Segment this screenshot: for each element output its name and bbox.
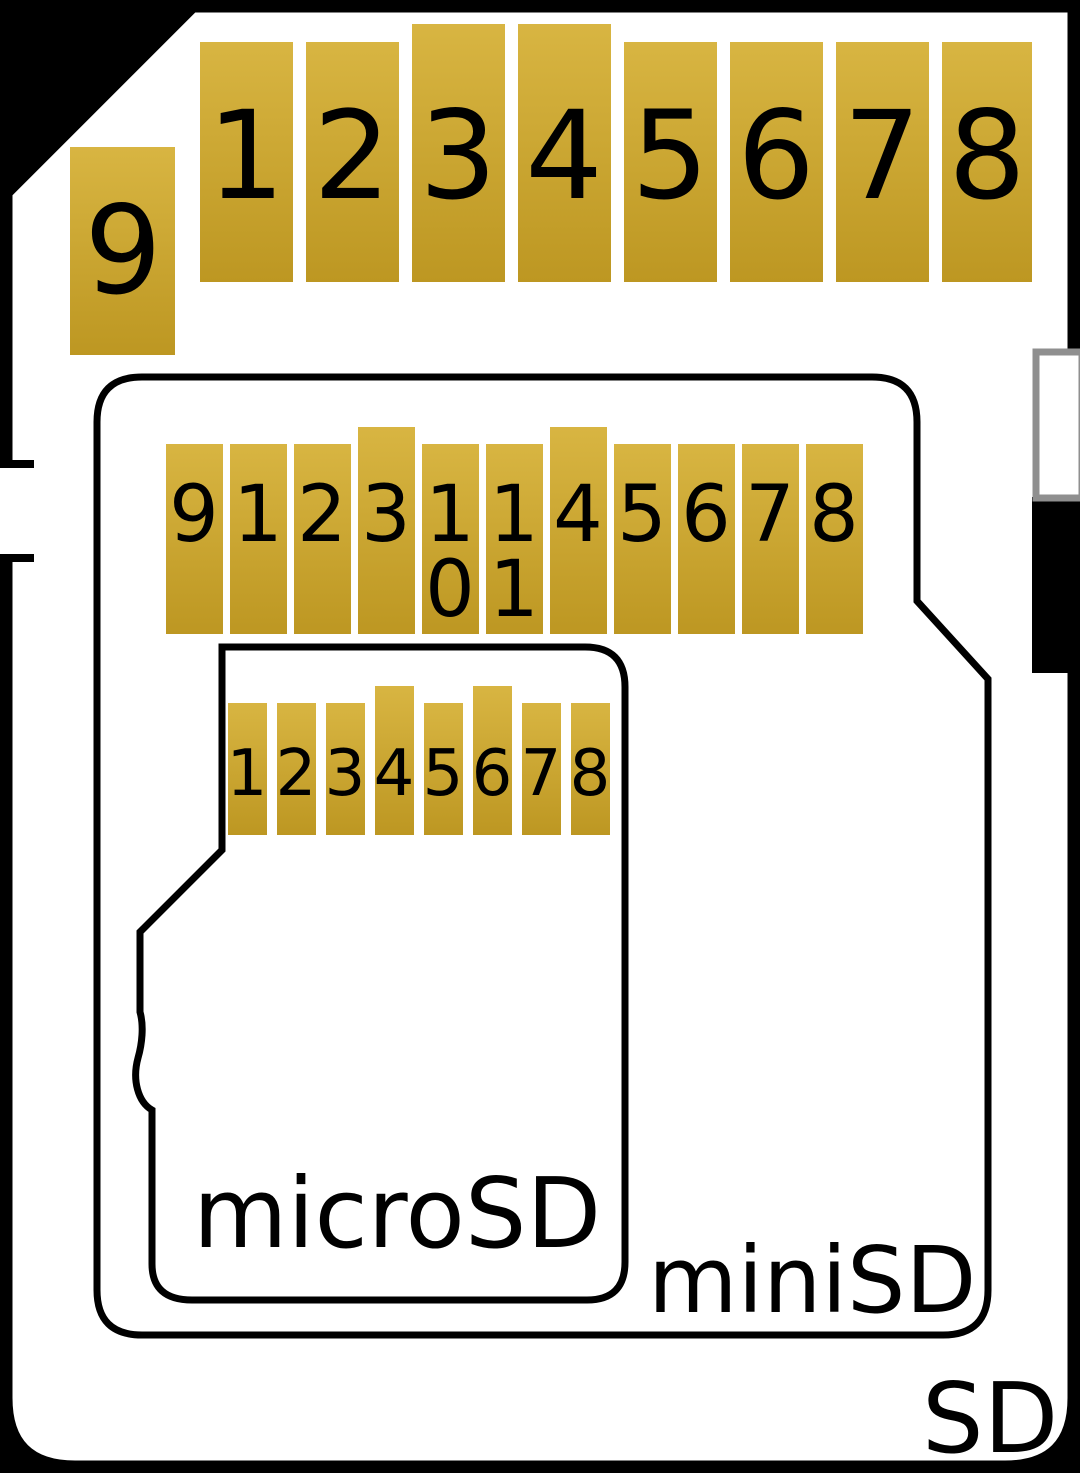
sd-pin-8-label: 8 <box>948 85 1026 227</box>
minisd-pin-3-label: 2 <box>297 470 347 560</box>
sd-pin-5 <box>624 42 717 282</box>
minisd-pin-10 <box>742 444 799 634</box>
microsd-pin-7 <box>522 703 561 835</box>
minisd-pin-8 <box>614 444 671 634</box>
left-edge-notch <box>0 460 34 562</box>
microsd-pin-4 <box>375 686 414 835</box>
sd-pin-4 <box>518 24 611 282</box>
minisd-contact-pins <box>166 427 863 634</box>
minisd-pin-8-label: 5 <box>617 470 667 560</box>
minisd-pin-5 <box>422 444 479 634</box>
sd-pin-1 <box>200 42 293 282</box>
minisd-pin-9 <box>678 444 735 634</box>
microsd-label: microSD <box>193 1157 601 1270</box>
microsd-pin-2 <box>277 703 316 835</box>
minisd-pin-11-label: 8 <box>809 470 859 560</box>
microsd-pin-1-label: 1 <box>227 737 268 811</box>
sd-label: SD <box>922 1362 1058 1473</box>
microsd-pin-4-label: 4 <box>374 737 415 811</box>
microsd-pin-6 <box>473 686 512 835</box>
sd-pin-7 <box>836 42 929 282</box>
microsd-pin-8 <box>571 703 610 835</box>
write-protect-slot <box>1032 497 1080 673</box>
sd-pin-9-label: 9 <box>84 180 162 322</box>
sd-pin-2 <box>306 42 399 282</box>
minisd-pin-5-label: 1 <box>425 470 475 560</box>
microsd-pin-3-label: 3 <box>325 737 366 811</box>
sd-pin-2-label: 2 <box>313 85 391 227</box>
minisd-pin-4-label: 3 <box>361 470 411 560</box>
minisd-pin-2 <box>230 444 287 634</box>
microsd-pin-8-label: 8 <box>570 737 611 811</box>
minisd-pin-4 <box>358 427 415 634</box>
minisd-pin-1-label: 9 <box>169 470 219 560</box>
minisd-pin-6 <box>486 444 543 634</box>
sd-pin-7-label: 7 <box>843 85 921 227</box>
minisd-pin-7-label: 4 <box>553 470 603 560</box>
sd-pin-5-label: 5 <box>631 85 709 227</box>
microsd-pin-2-label: 2 <box>276 737 317 811</box>
sd-pin-9 <box>70 147 175 355</box>
write-protect-slider <box>1032 348 1080 502</box>
minisd-label: miniSD <box>648 1227 976 1334</box>
sd-contact-pins <box>70 24 1032 355</box>
minisd-pin-11 <box>806 444 863 634</box>
minisd-pin-9-label: 6 <box>681 470 731 560</box>
microsd-pin-5-label: 5 <box>423 737 464 811</box>
minisd-pin-6-label-line2: 1 <box>489 545 539 635</box>
microsd-pin-5 <box>424 703 463 835</box>
minisd-pin-2-label: 1 <box>233 470 283 560</box>
minisd-pin-5-label-line2: 0 <box>425 545 475 635</box>
minisd-pin-1 <box>166 444 223 634</box>
microsd-contact-pins <box>228 686 610 835</box>
sd-pin-1-label: 1 <box>207 85 285 227</box>
microsd-pin-1 <box>228 703 267 835</box>
sd-pin-8 <box>942 42 1032 282</box>
sd-pin-3-label: 3 <box>419 85 497 227</box>
microsd-pin-7-label: 7 <box>521 737 562 811</box>
minisd-pin-6-label: 1 <box>489 470 539 560</box>
microsd-pin-3 <box>326 703 365 835</box>
minisd-pin-7 <box>550 427 607 634</box>
sd-pin-6-label: 6 <box>737 85 815 227</box>
sd-pin-3 <box>412 24 505 282</box>
sd-pin-4-label: 4 <box>525 85 603 227</box>
minisd-pin-10-label: 7 <box>745 470 795 560</box>
minisd-pin-3 <box>294 444 351 634</box>
microsd-pin-6-label: 6 <box>472 737 513 811</box>
sd-pin-6 <box>730 42 823 282</box>
